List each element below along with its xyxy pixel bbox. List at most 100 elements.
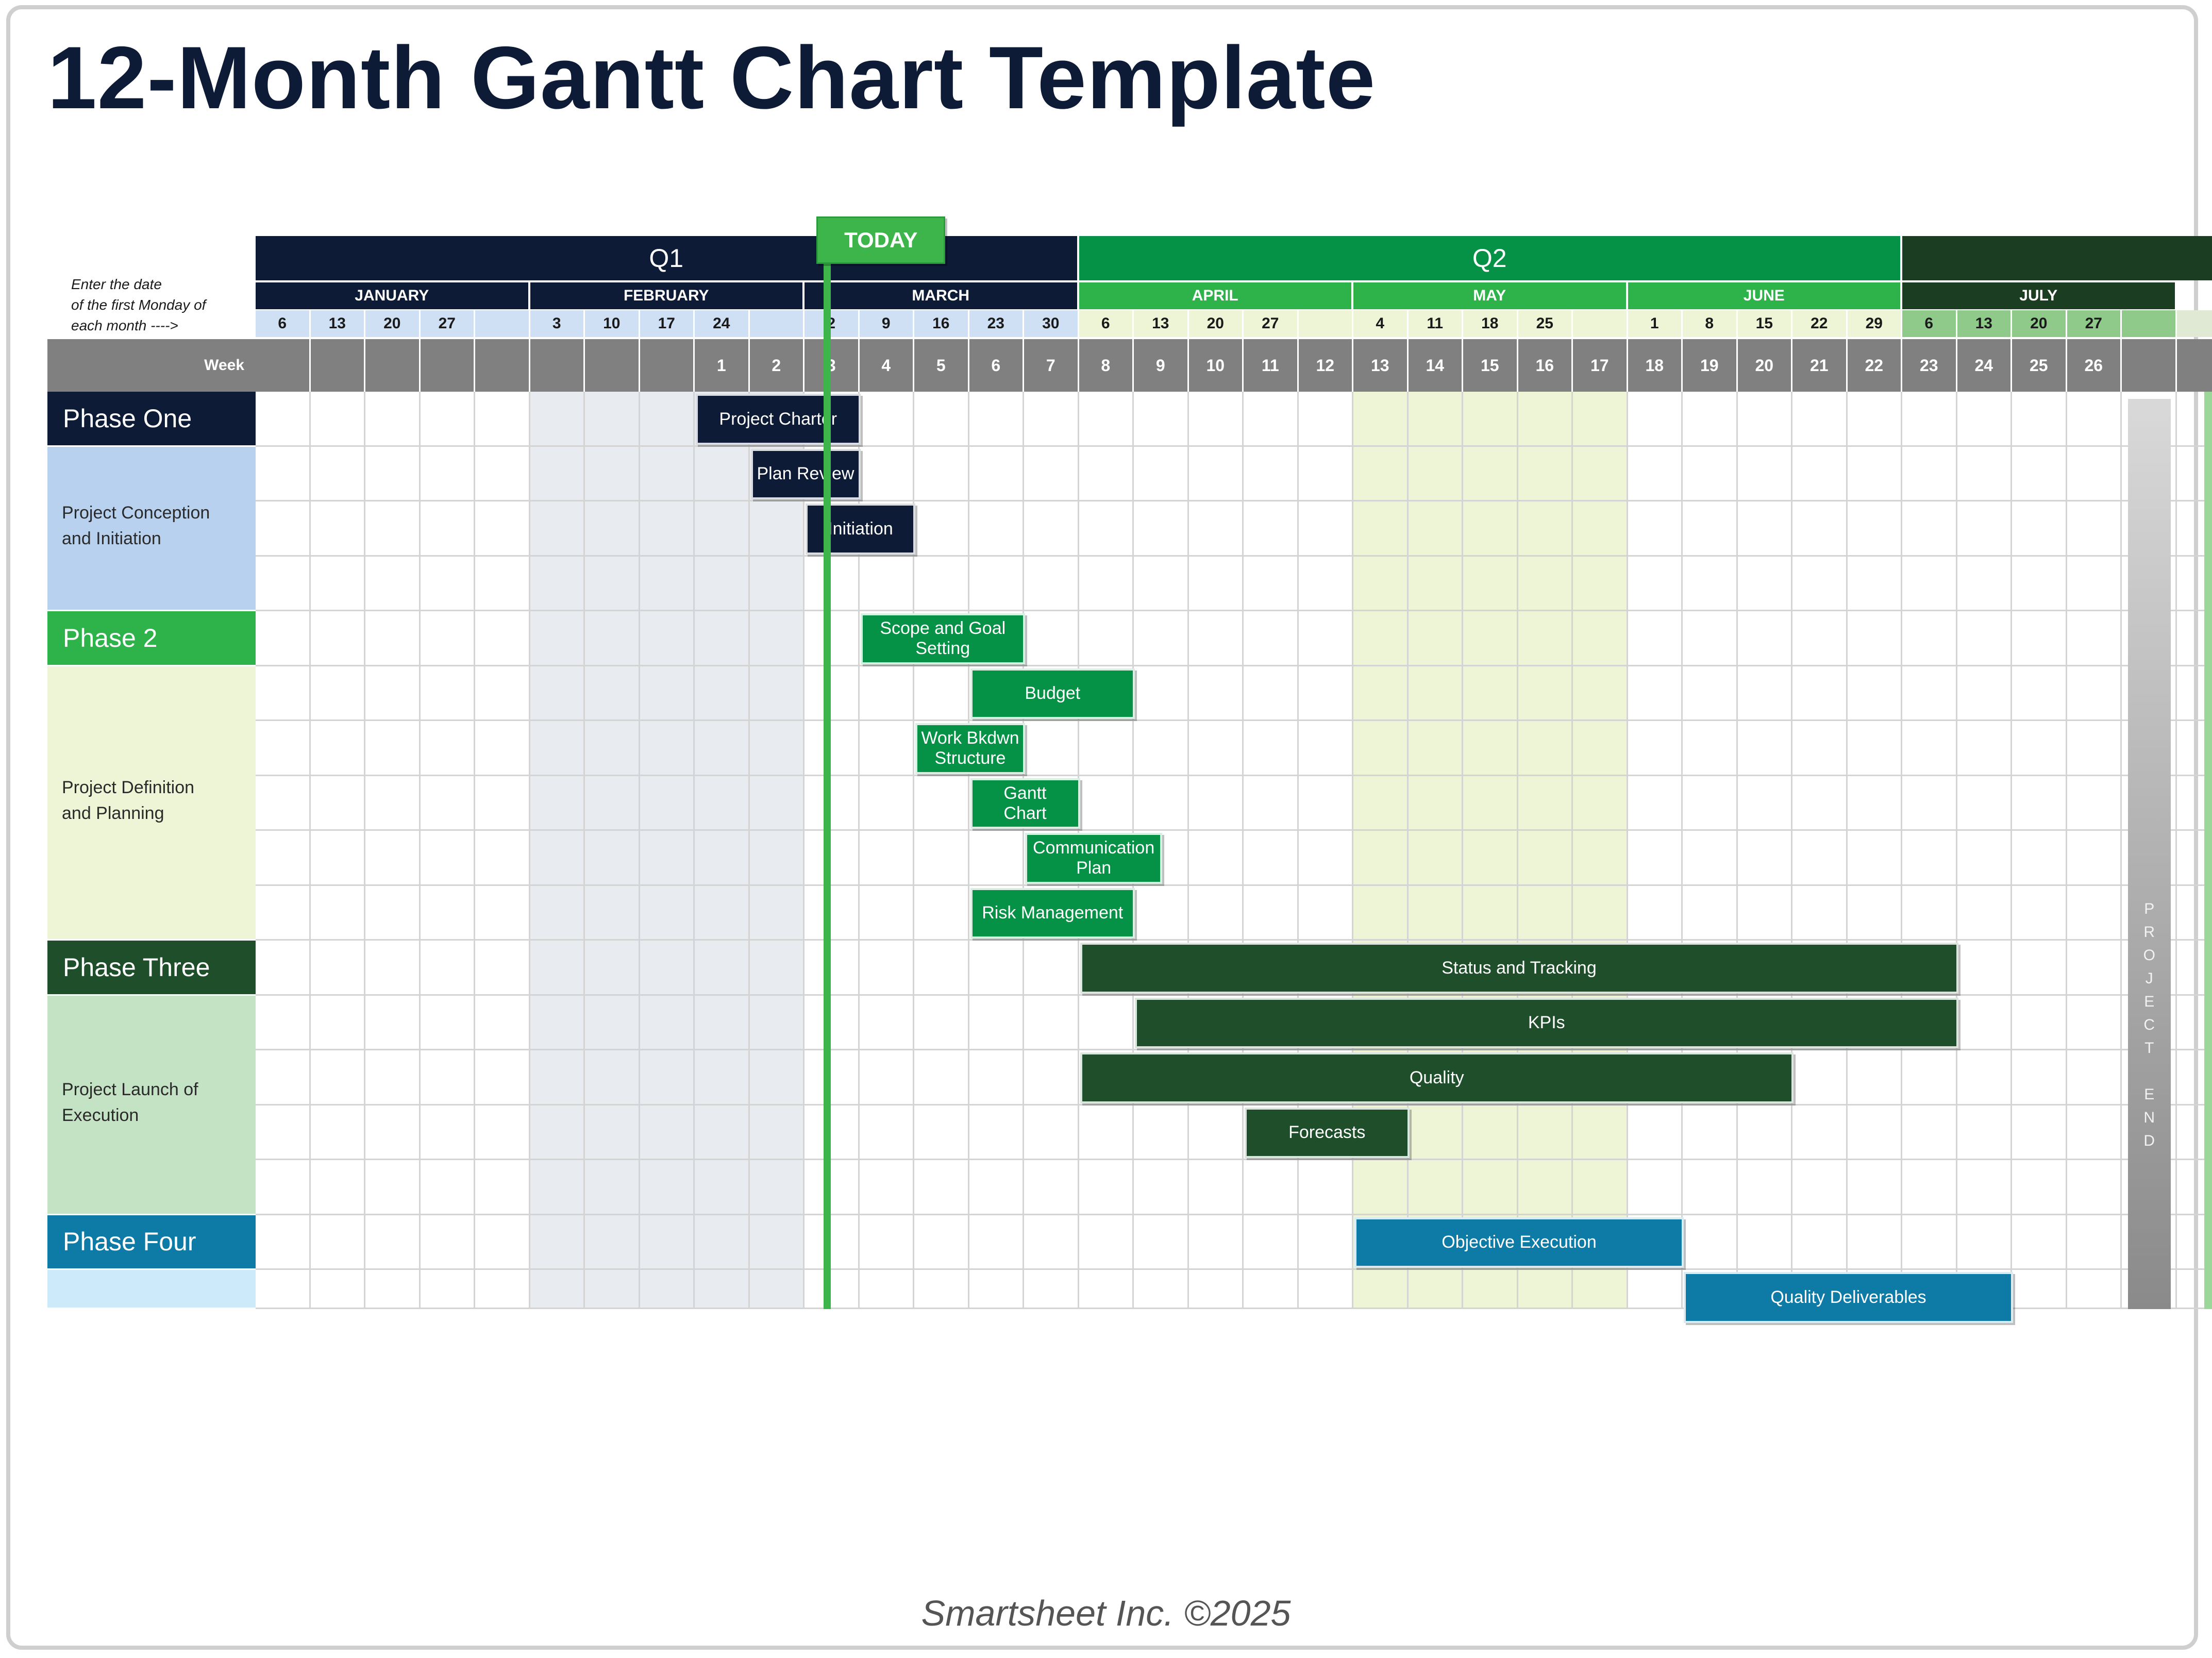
task-bar[interactable]: Initiation	[806, 504, 915, 555]
grid-cell	[1902, 776, 1957, 831]
date-cell[interactable]: 27	[1244, 310, 1297, 337]
task-bar[interactable]: Budget	[970, 668, 1135, 719]
grid-cell	[1957, 721, 2012, 776]
grid-cell	[365, 1160, 421, 1215]
date-cell[interactable]: 24	[695, 310, 748, 337]
date-cell[interactable]: 29	[1847, 310, 1901, 337]
date-cell[interactable]: 20	[1188, 310, 1242, 337]
grid-cell	[969, 941, 1024, 996]
date-cell[interactable]: 13	[310, 310, 364, 337]
date-cell[interactable]: 15	[1737, 310, 1791, 337]
date-cell[interactable]	[749, 310, 803, 337]
week-number-cell	[585, 339, 639, 392]
date-cell[interactable]: 22	[1792, 310, 1846, 337]
project-end-letter: E	[2144, 1086, 2155, 1103]
task-label: Risk Management	[982, 903, 1123, 923]
grid-cell	[1683, 831, 1738, 886]
grid-cell	[1737, 446, 1792, 501]
task-bar[interactable]: Objective Execution	[1354, 1217, 1684, 1268]
grid-cell	[1463, 1105, 1518, 1160]
date-cell[interactable]: 13	[1134, 310, 1187, 337]
date-cell[interactable]: 16	[914, 310, 968, 337]
date-cell[interactable]: 27	[2067, 310, 2120, 337]
date-cell[interactable]: 9	[859, 310, 913, 337]
task-bar[interactable]: Status and Tracking	[1080, 943, 1958, 994]
grid-cell	[530, 556, 585, 611]
date-cell[interactable]: 4	[1353, 310, 1407, 337]
date-cell[interactable]: 23	[969, 310, 1023, 337]
project-end-letter: C	[2143, 1016, 2155, 1033]
date-cell[interactable]: 11	[1408, 310, 1462, 337]
month-header: APRIL	[1079, 282, 1351, 309]
task-bar[interactable]: Quality	[1080, 1052, 1794, 1103]
grid-cell	[914, 941, 969, 996]
grid-cell	[2012, 446, 2067, 501]
today-marker-flag[interactable]: TODAY	[816, 216, 946, 264]
grid-cell	[695, 1160, 750, 1215]
grid-cell	[1847, 831, 1902, 886]
date-cell[interactable]: 3	[530, 310, 583, 337]
date-cell[interactable]: 20	[365, 310, 419, 337]
task-label-line: Communication	[1033, 838, 1155, 858]
grid-cell	[749, 1215, 805, 1270]
grid-cell	[1298, 501, 1353, 557]
date-cell[interactable]: 27	[420, 310, 474, 337]
grid-cell	[365, 941, 421, 996]
grid-cell	[695, 885, 750, 941]
grid-cell	[585, 885, 640, 941]
date-cell[interactable]: 8	[1683, 310, 1736, 337]
grid-cell	[859, 1215, 914, 1270]
grid-cell	[969, 995, 1024, 1050]
quarter-header: Q1	[256, 236, 1077, 280]
grid-cell	[749, 1050, 805, 1106]
date-cell[interactable]: 1	[1628, 310, 1681, 337]
grid-cell	[805, 995, 860, 1050]
task-bar[interactable]: KPIs	[1135, 997, 1958, 1048]
date-cell[interactable]: 2	[805, 310, 858, 337]
date-cell[interactable]	[2122, 310, 2175, 337]
grid-cell	[1518, 776, 1573, 831]
grid-cell	[1902, 1105, 1957, 1160]
task-bar[interactable]: Plan Review	[750, 448, 861, 499]
date-cell[interactable]: 13	[1957, 310, 2010, 337]
date-cell[interactable]: 25	[1518, 310, 1571, 337]
date-cell[interactable]	[1573, 310, 1627, 337]
date-cell[interactable]: 17	[640, 310, 693, 337]
task-label-line: Status and Tracking	[1442, 958, 1597, 978]
date-cell[interactable]	[1298, 310, 1352, 337]
grid-cell	[256, 666, 311, 721]
date-cell[interactable]	[2176, 310, 2212, 337]
week-number-cell: 5	[914, 339, 968, 392]
grid-cell	[1902, 392, 1957, 447]
grid-cell	[585, 1215, 640, 1270]
task-label: Objective Execution	[1442, 1232, 1597, 1252]
grid-cell	[1628, 885, 1683, 941]
date-cell[interactable]: 6	[1079, 310, 1132, 337]
grid-cell	[1298, 1270, 1353, 1309]
date-cell[interactable]: 6	[256, 310, 309, 337]
date-cell[interactable]	[475, 310, 529, 337]
grid-cell	[1573, 501, 1628, 557]
task-bar[interactable]: Forecasts	[1245, 1107, 1410, 1158]
grid-cell	[1244, 501, 1299, 557]
grid-cell	[1408, 1105, 1463, 1160]
task-bar[interactable]: Risk Management	[970, 887, 1135, 939]
date-cell[interactable]: 30	[1024, 310, 1078, 337]
task-bar[interactable]: Project Charter	[696, 394, 861, 445]
grid-cell	[1792, 1215, 1848, 1270]
task-label: Forecasts	[1288, 1123, 1365, 1143]
date-cell[interactable]: 20	[2012, 310, 2066, 337]
date-cell[interactable]: 6	[1902, 310, 1956, 337]
grid-cell	[530, 392, 585, 447]
grid-cell	[2176, 941, 2212, 996]
date-cell[interactable]: 18	[1463, 310, 1517, 337]
task-bar[interactable]: Quality Deliverables	[1684, 1272, 2013, 1323]
date-cell[interactable]: 10	[585, 310, 639, 337]
grid-cell	[2176, 1106, 2212, 1160]
grid-cell	[1408, 392, 1463, 447]
